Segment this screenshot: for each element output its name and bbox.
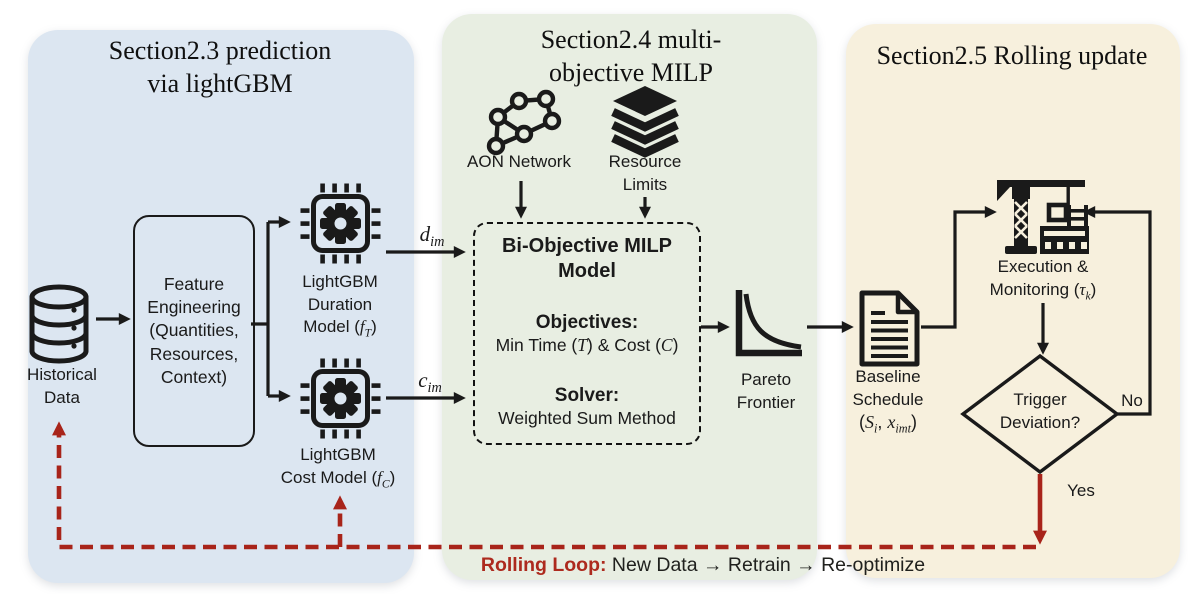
trigger-deviation-label: Trigger Deviation?	[1000, 389, 1080, 434]
duration-model-label: LightGBM Duration Model (fT)	[302, 271, 378, 341]
cost-model-line2: Cost Model (fC)	[280, 467, 396, 490]
resource-limits-label: Resource Limits	[609, 151, 682, 196]
objectives-heading: Objectives:	[535, 311, 639, 333]
section-2-4-title: Section2.4 multi- objective MILP	[541, 23, 722, 90]
historical-data-line1: Historical	[27, 365, 97, 384]
pareto-line2: Frontier	[736, 392, 796, 412]
aon-network-label: AON Network	[467, 152, 571, 171]
feature-line: Engineering	[147, 297, 241, 318]
cost-model-label: LightGBM Cost Model (fC)	[281, 444, 395, 491]
cost-model-line1: LightGBM	[300, 445, 376, 464]
baseline-line2: Schedule	[852, 389, 924, 409]
rolling-loop-label: Rolling Loop:	[480, 554, 607, 576]
bi-objective-milp-box: Bi-Objective MILP Model Objectives: Min …	[473, 222, 701, 445]
section-2-5-title: Section2.5 Rolling update	[876, 41, 1148, 70]
feature-line: Feature	[163, 274, 225, 295]
section-2-3-title-line2: via lightGBM	[147, 69, 293, 99]
milp-box-title-line1: Bi-Objective MILP	[501, 235, 673, 257]
no-label: No	[1121, 391, 1143, 410]
historical-data-line2: Data	[44, 387, 80, 407]
trigger-line1: Trigger	[1013, 390, 1067, 409]
rolling-loop-text: New Data → Retrain → Re-optimize	[606, 554, 926, 576]
resource-limits-line2: Limits	[622, 174, 668, 194]
duration-model-line2: Duration	[307, 294, 373, 314]
execution-line1: Execution &	[997, 257, 1089, 276]
solver-heading: Solver:	[554, 384, 620, 406]
feature-engineering-box: Feature Engineering (Quantities, Resourc…	[133, 215, 255, 447]
milp-box-title-line2: Model	[558, 260, 616, 282]
pareto-line1: Pareto	[740, 370, 792, 389]
feature-line: (Quantities,	[149, 320, 239, 341]
baseline-line3: (Si, ximt)	[858, 412, 918, 436]
trigger-line2: Deviation?	[999, 412, 1081, 432]
feature-line: Resources,	[149, 343, 239, 364]
section-2-3-title: Section2.3 prediction via lightGBM	[109, 34, 331, 101]
d-im-label: dim	[419, 222, 445, 251]
baseline-schedule-label: Baseline Schedule (Si, ximt)	[853, 366, 924, 437]
execution-monitoring-label: Execution & Monitoring (τk)	[990, 256, 1097, 303]
milp-box-title: Bi-Objective MILP Model	[502, 234, 672, 284]
pareto-frontier-label: Pareto Frontier	[737, 369, 796, 414]
rolling-loop-caption: Rolling Loop: New Data → Retrain → Re-op…	[481, 553, 925, 579]
historical-data-label: Historical Data	[27, 364, 97, 409]
section-2-4-title-line2: objective MILP	[549, 58, 713, 88]
section-2-3-title-line1: Section2.3 prediction	[108, 36, 332, 65]
solver-text: Weighted Sum Method	[498, 408, 676, 429]
milp-objectives: Objectives: Min Time (T) & Cost (C)	[496, 311, 679, 358]
duration-model-line3: Model (fT)	[303, 317, 377, 340]
milp-solver: Solver: Weighted Sum Method	[498, 384, 676, 431]
resource-limits-line1: Resource	[608, 152, 682, 171]
duration-model-line1: LightGBM	[302, 272, 378, 291]
objectives-text: Min Time (T) & Cost (C)	[495, 335, 679, 356]
section-2-4-title-line1: Section2.4 multi-	[540, 25, 722, 54]
yes-label: Yes	[1067, 481, 1095, 500]
c-im-label: cim	[418, 368, 442, 397]
baseline-line1: Baseline	[855, 367, 921, 386]
execution-line2: Monitoring (τk)	[989, 279, 1097, 302]
feature-line: Context)	[160, 366, 228, 387]
